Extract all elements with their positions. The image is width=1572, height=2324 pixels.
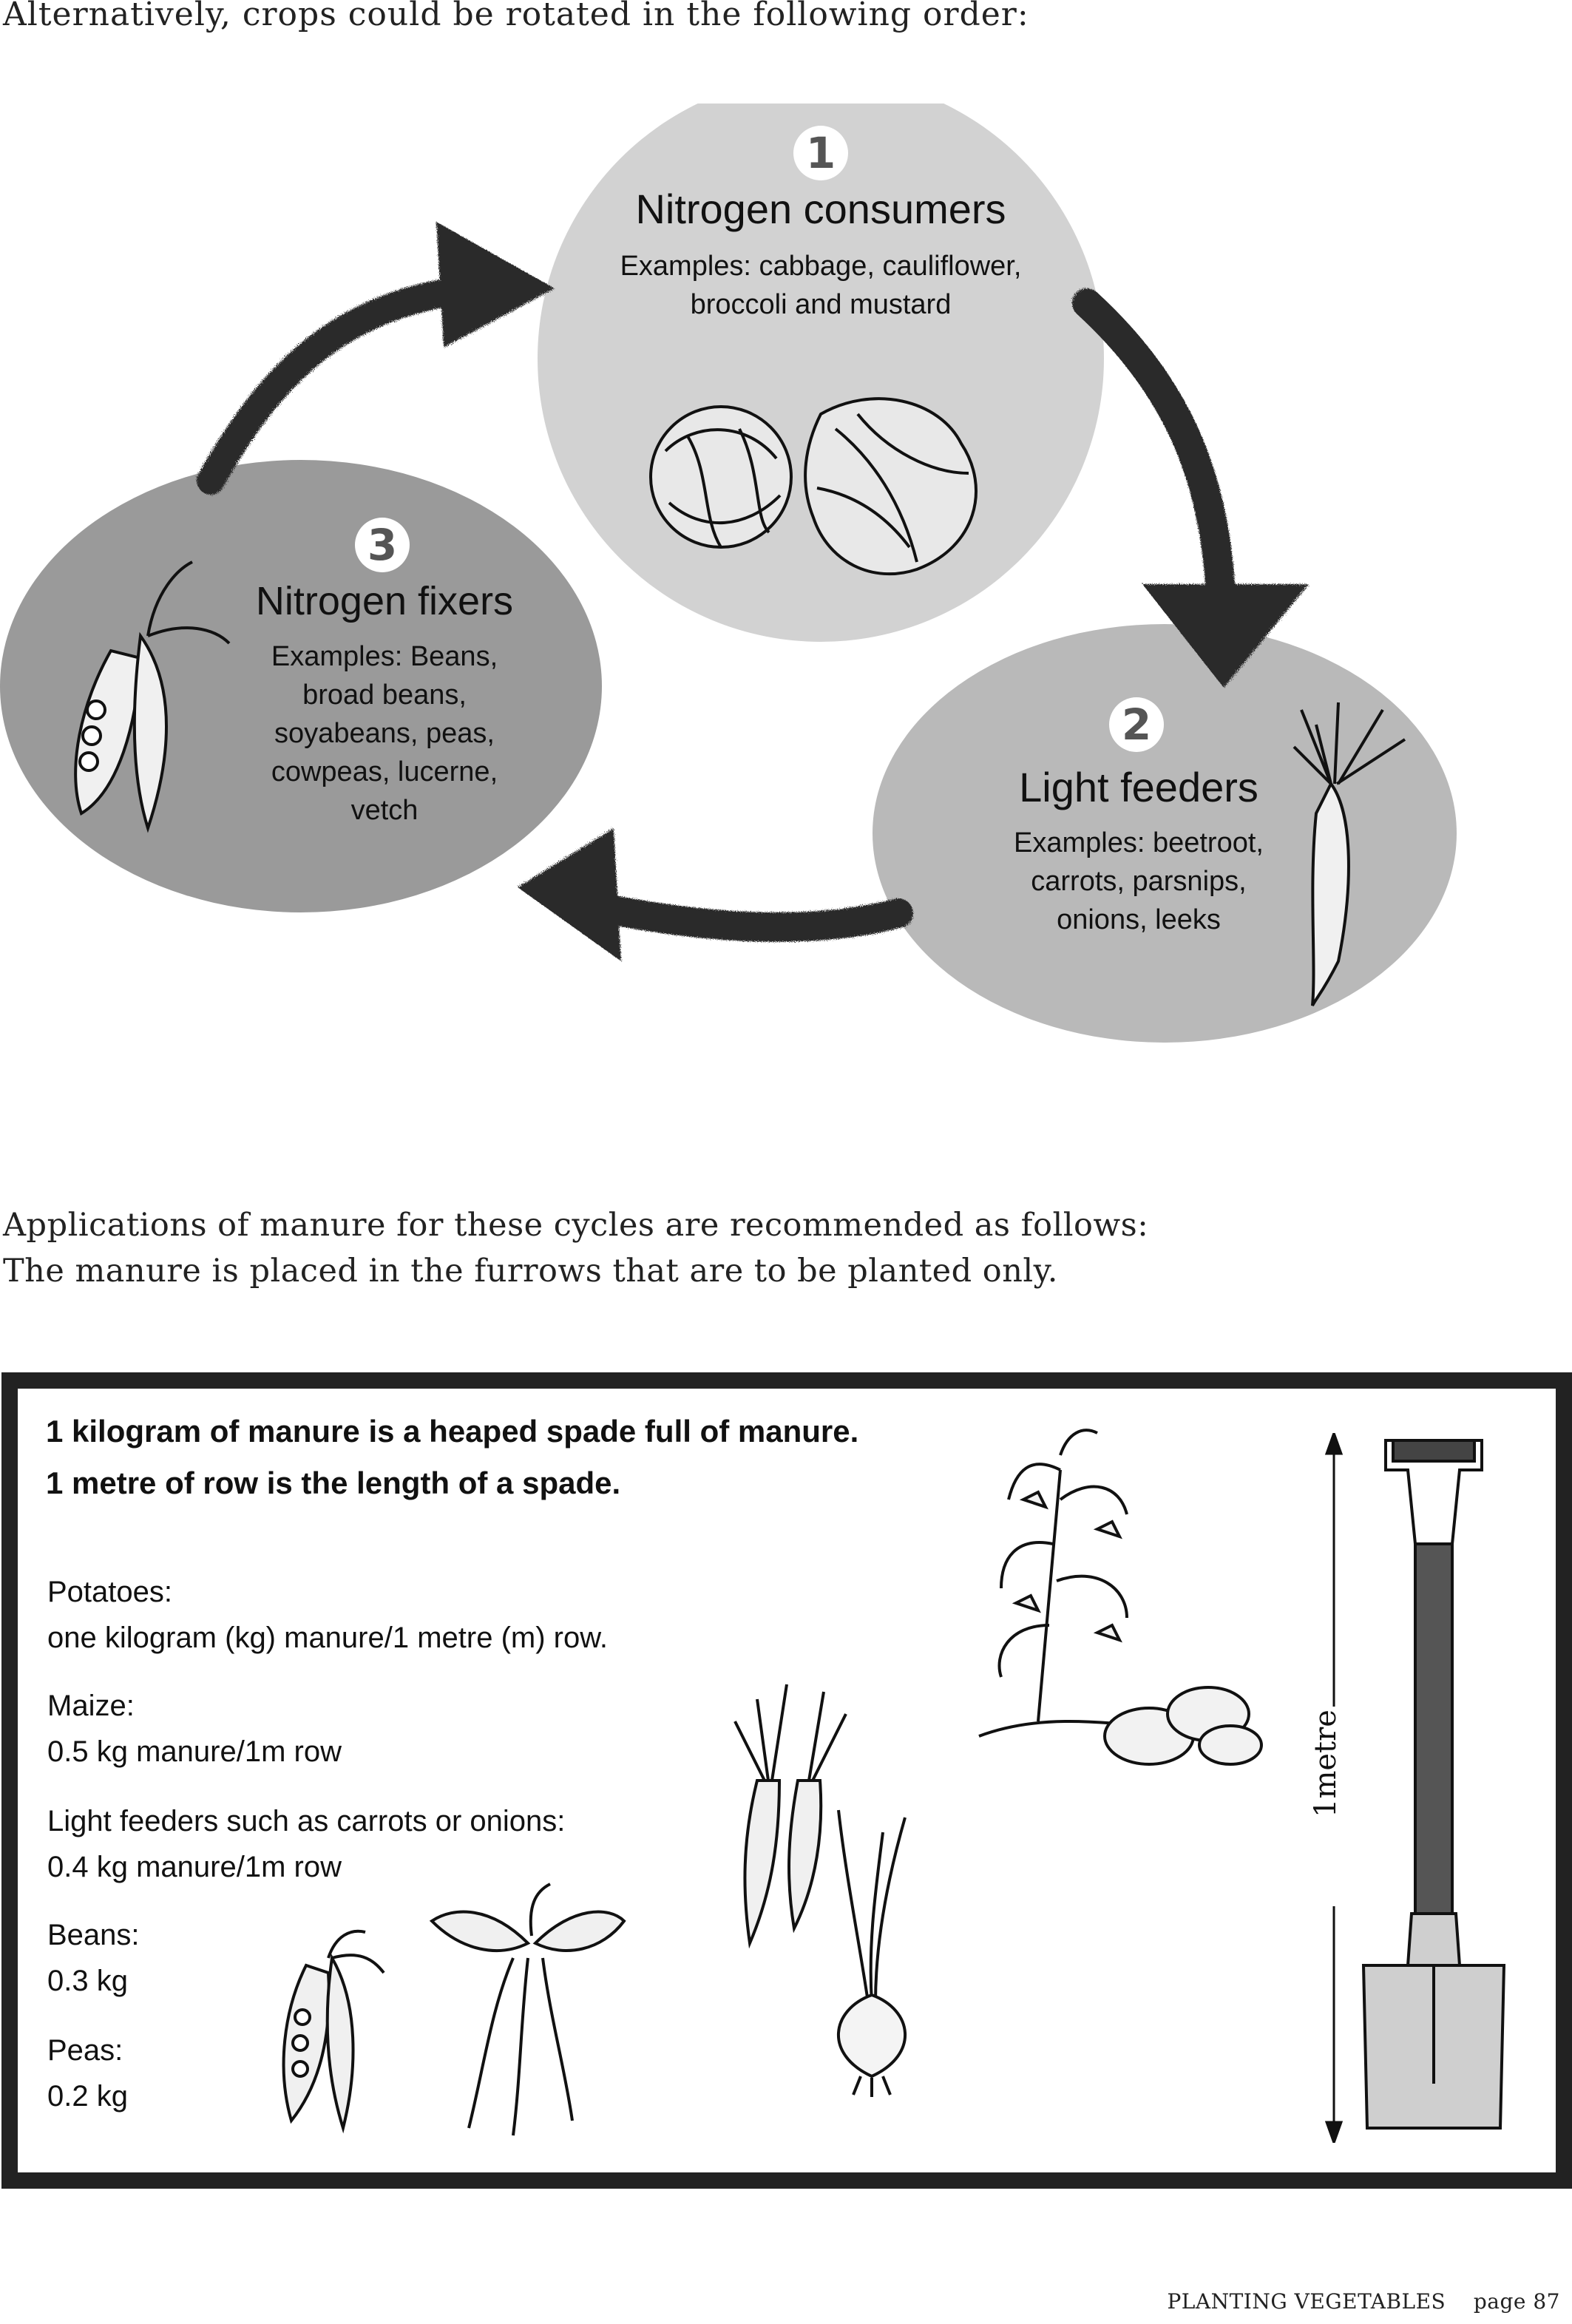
rate-peas: Peas: 0.2 kg <box>47 2027 128 2119</box>
rate-maize: Maize: 0.5 kg manure/1m row <box>47 1683 342 1775</box>
peapod-small-icon <box>282 1929 385 2134</box>
crop-rotation-diagram <box>0 104 1457 1043</box>
step-examples-1: Examples: cabbage, cauliflower, broccoli… <box>562 247 1080 324</box>
circle-light-feeders <box>873 624 1457 1043</box>
manure-rule-1: 1 kilogram of manure is a heaped spade f… <box>46 1414 859 1449</box>
rate-crop: Maize: <box>47 1690 135 1722</box>
example-line: carrots, parsnips, <box>1031 866 1247 897</box>
carrots-bunch-icon <box>734 1684 847 1949</box>
step-number-1: 1 <box>793 126 848 180</box>
arrow-fixers-to-consumers <box>197 222 555 495</box>
rate-light-feeders: Light feeders such as carrots or onions:… <box>47 1798 565 1890</box>
manure-rate-panel: 1 kilogram of manure is a heaped spade f… <box>1 1372 1572 2189</box>
footer-section: PLANTING VEGETABLES <box>1167 2289 1446 2314</box>
example-line: soyabeans, peas, <box>274 718 495 749</box>
arrow-consumers-to-light-feeders <box>1072 288 1309 688</box>
rate-crop: Light feeders such as carrots or onions: <box>47 1805 566 1837</box>
rate-potatoes: Potatoes: one kilogram (kg) manure/1 met… <box>47 1569 608 1661</box>
metre-arrow <box>1324 1433 1344 2143</box>
example-line: Examples: Beans, <box>271 641 498 672</box>
rate-amount: 0.3 kg <box>47 1965 128 1997</box>
step-title-2: Light feeders <box>1019 764 1258 810</box>
page-footer: PLANTING VEGETABLES page 87 <box>1167 2289 1560 2314</box>
rate-crop: Potatoes: <box>47 1576 173 1608</box>
bean-plant-icon <box>429 1883 626 2136</box>
manure-rule-2: 1 metre of row is the length of a spade. <box>46 1466 621 1500</box>
rate-crop: Peas: <box>47 2034 123 2067</box>
example-line: broad beans, <box>302 680 467 711</box>
applications-line-1: Applications of manure for these cycles … <box>3 1207 1149 1244</box>
rate-crop: Beans: <box>47 1919 140 1951</box>
footer-page-number: page 87 <box>1473 2289 1560 2314</box>
example-line: Examples: beetroot, <box>1014 827 1264 858</box>
example-line: broccoli and mustard <box>690 289 952 320</box>
example-line: onions, leeks <box>1057 904 1221 935</box>
example-line: cowpeas, lucerne, <box>271 756 498 787</box>
applications-line-2: The manure is placed in the furrows that… <box>3 1253 1058 1290</box>
carrot-icon <box>1293 702 1406 1006</box>
cabbage-icon <box>649 397 978 576</box>
rate-amount: 0.4 kg manure/1m row <box>47 1851 342 1883</box>
metre-label: 1metre <box>1309 1710 1343 1817</box>
rate-amount: 0.5 kg manure/1m row <box>47 1735 342 1768</box>
example-line: vetch <box>350 795 419 826</box>
applications-text: Applications of manure for these cycles … <box>3 1202 1148 1294</box>
rate-amount: 0.2 kg <box>47 2080 128 2113</box>
rate-amount: one kilogram (kg) manure/1 metre (m) row… <box>47 1622 609 1654</box>
onion-icon <box>837 1809 907 2097</box>
peapod-icon <box>74 560 231 833</box>
example-line: Examples: cabbage, cauliflower, <box>620 251 1022 282</box>
potato-plant-icon <box>978 1429 1263 1766</box>
intro-text: Alternatively, crops could be rotated in… <box>3 0 1029 33</box>
step-number-2: 2 <box>1109 697 1164 752</box>
rate-beans: Beans: 0.3 kg <box>47 1912 140 2004</box>
manure-rate-panel-inner: 1 kilogram of manure is a heaped spade f… <box>18 1389 1556 2172</box>
arrow-light-feeders-to-fixers <box>518 828 913 961</box>
step-examples-3: Examples: Beans, broad beans, soyabeans,… <box>237 637 532 830</box>
step-title-1: Nitrogen consumers <box>635 186 1006 232</box>
step-title-3: Nitrogen fixers <box>255 579 514 623</box>
step-examples-2: Examples: beetroot, carrots, parsnips, o… <box>954 824 1324 939</box>
spade-icon <box>1361 1439 1506 2130</box>
step-number-3: 3 <box>355 518 410 572</box>
